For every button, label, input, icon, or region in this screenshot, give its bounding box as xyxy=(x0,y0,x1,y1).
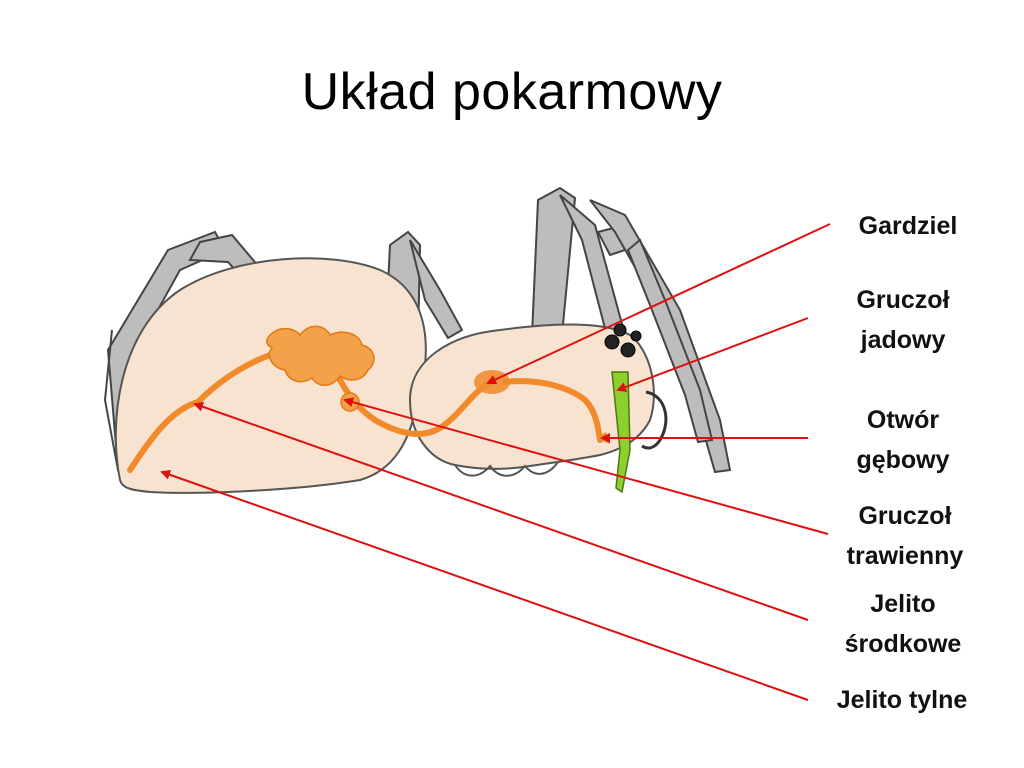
pointer-gruczol-jadowy xyxy=(616,317,809,392)
pointer-gardziel xyxy=(486,223,831,385)
chelicera-fang xyxy=(611,371,631,494)
label-gruczol-jadowy: Gruczoł jadowy xyxy=(828,280,978,360)
eye-2 xyxy=(620,342,636,358)
slide-title: Układ pokarmowy xyxy=(301,63,723,121)
legs xyxy=(103,186,732,474)
label-otwor-gebowy-line1: Otwór xyxy=(866,406,940,434)
label-gruczol-jadowy-line1: Gruczoł xyxy=(856,286,950,314)
label-gardziel-text: Gardziel xyxy=(858,212,958,240)
label-otwor-gebowy: Otwór gębowy xyxy=(828,400,978,480)
label-jelito-srodkowe-line1: Jelito xyxy=(870,590,936,618)
label-gruczol-trawienny-line2: trawienny xyxy=(846,542,964,570)
eye-1 xyxy=(604,334,620,350)
leg-left-1-tip xyxy=(103,329,119,471)
pointer-lines xyxy=(160,223,831,701)
leg-right-2 xyxy=(626,238,714,444)
cephalothorax xyxy=(408,323,655,470)
label-jelito-srodkowe: Jelito środkowe xyxy=(818,584,988,664)
digestive-gland xyxy=(266,325,375,386)
label-otwor-gebowy-line2: gębowy xyxy=(856,446,950,474)
eye-4 xyxy=(630,330,642,342)
pointer-gruczol-trawienny xyxy=(343,397,829,535)
leg-mid-1b xyxy=(409,239,464,340)
label-gruczol-trawienny-line1: Gruczoł xyxy=(858,502,952,530)
palp xyxy=(641,390,668,450)
label-jelito-srodkowe-line2: środkowe xyxy=(844,630,962,658)
pointer-jelito-tylne xyxy=(160,469,809,701)
coxa-bumps xyxy=(454,461,559,477)
label-gruczol-jadowy-line2: jadowy xyxy=(860,326,946,354)
label-jelito-tylne-text: Jelito tylne xyxy=(836,686,968,714)
abdomen xyxy=(114,257,427,494)
label-gardziel: Gardziel xyxy=(838,206,978,246)
intestine-loop xyxy=(372,379,493,437)
label-gruczol-trawienny: Gruczoł trawienny xyxy=(820,496,990,576)
esophagus xyxy=(502,378,603,443)
eye-3 xyxy=(613,323,627,337)
label-jelito-tylne: Jelito tylne xyxy=(812,680,992,720)
hindgut xyxy=(127,399,201,473)
pointer-jelito-srodkowe xyxy=(193,401,809,621)
